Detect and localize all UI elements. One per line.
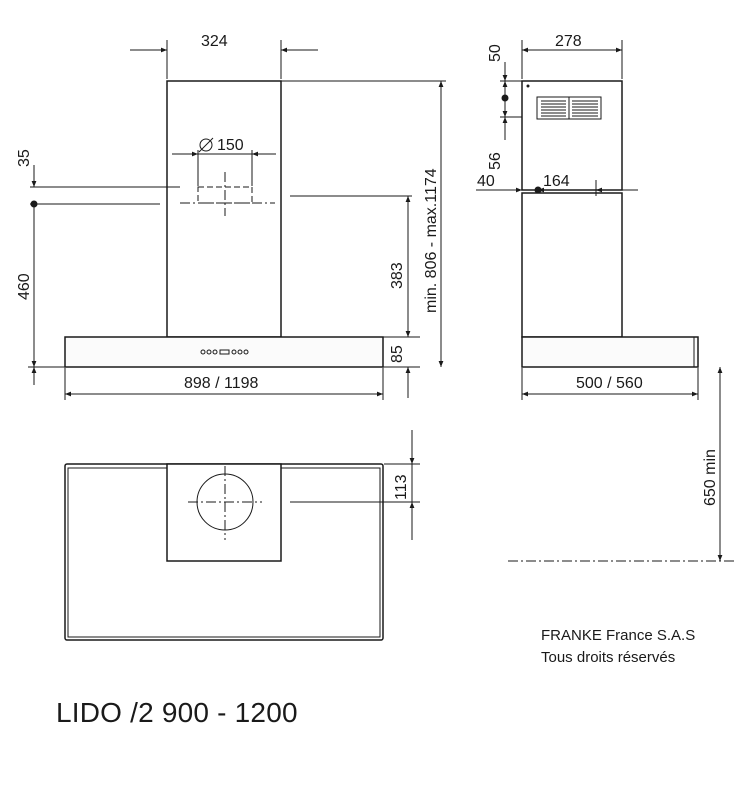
dim-chimney-width: 324 xyxy=(201,33,228,50)
dim-top-offset: 50 xyxy=(487,44,504,62)
side-canopy xyxy=(521,336,699,368)
dim-chimney-depth: 278 xyxy=(555,33,582,50)
dim-outlet-diameter: 150 xyxy=(217,137,244,154)
side-chimney-upper xyxy=(521,80,623,191)
top-chimney xyxy=(166,463,282,562)
copyright-rights: Tous droits réservés xyxy=(541,649,676,666)
dim-outlet-offset: 164 xyxy=(543,173,570,190)
vent-grille-icon xyxy=(536,96,602,120)
diameter-icon xyxy=(199,138,213,152)
dim-canopy-height: 85 xyxy=(389,345,406,363)
dim-offset-top: 35 xyxy=(16,149,33,167)
front-chimney xyxy=(166,80,282,338)
page-title: LIDO /2 900 - 1200 xyxy=(56,697,298,728)
reference-dot xyxy=(30,200,38,208)
front-canopy xyxy=(64,336,384,368)
dim-total-height: min. 806 - max.1174 xyxy=(423,168,440,313)
bracket-dot xyxy=(501,94,509,102)
outlet-dot xyxy=(534,186,542,194)
front-view: 324 150 35 460 383 85 min. 806 - max.117… xyxy=(16,33,446,400)
control-panel-icon xyxy=(200,349,249,355)
dim-outlet-height: 460 xyxy=(16,273,33,300)
dim-wall-offset: 40 xyxy=(477,173,495,190)
dim-canopy-depth: 500 / 560 xyxy=(576,375,643,392)
dim-canopy-width: 898 / 1198 xyxy=(184,375,259,392)
top-view: 113 xyxy=(64,430,420,641)
copyright-company: FRANKE France S.A.S xyxy=(541,627,696,644)
dim-top-outlet-offset: 113 xyxy=(393,474,410,500)
dim-hob-distance: 650 min xyxy=(702,449,719,506)
side-chimney-lower xyxy=(521,192,623,338)
dim-bracket-offset: 56 xyxy=(487,152,504,170)
dim-outlet-to-canopy: 383 xyxy=(389,262,406,289)
side-view: 278 50 56 40 164 500 / 560 650 min xyxy=(476,33,735,562)
